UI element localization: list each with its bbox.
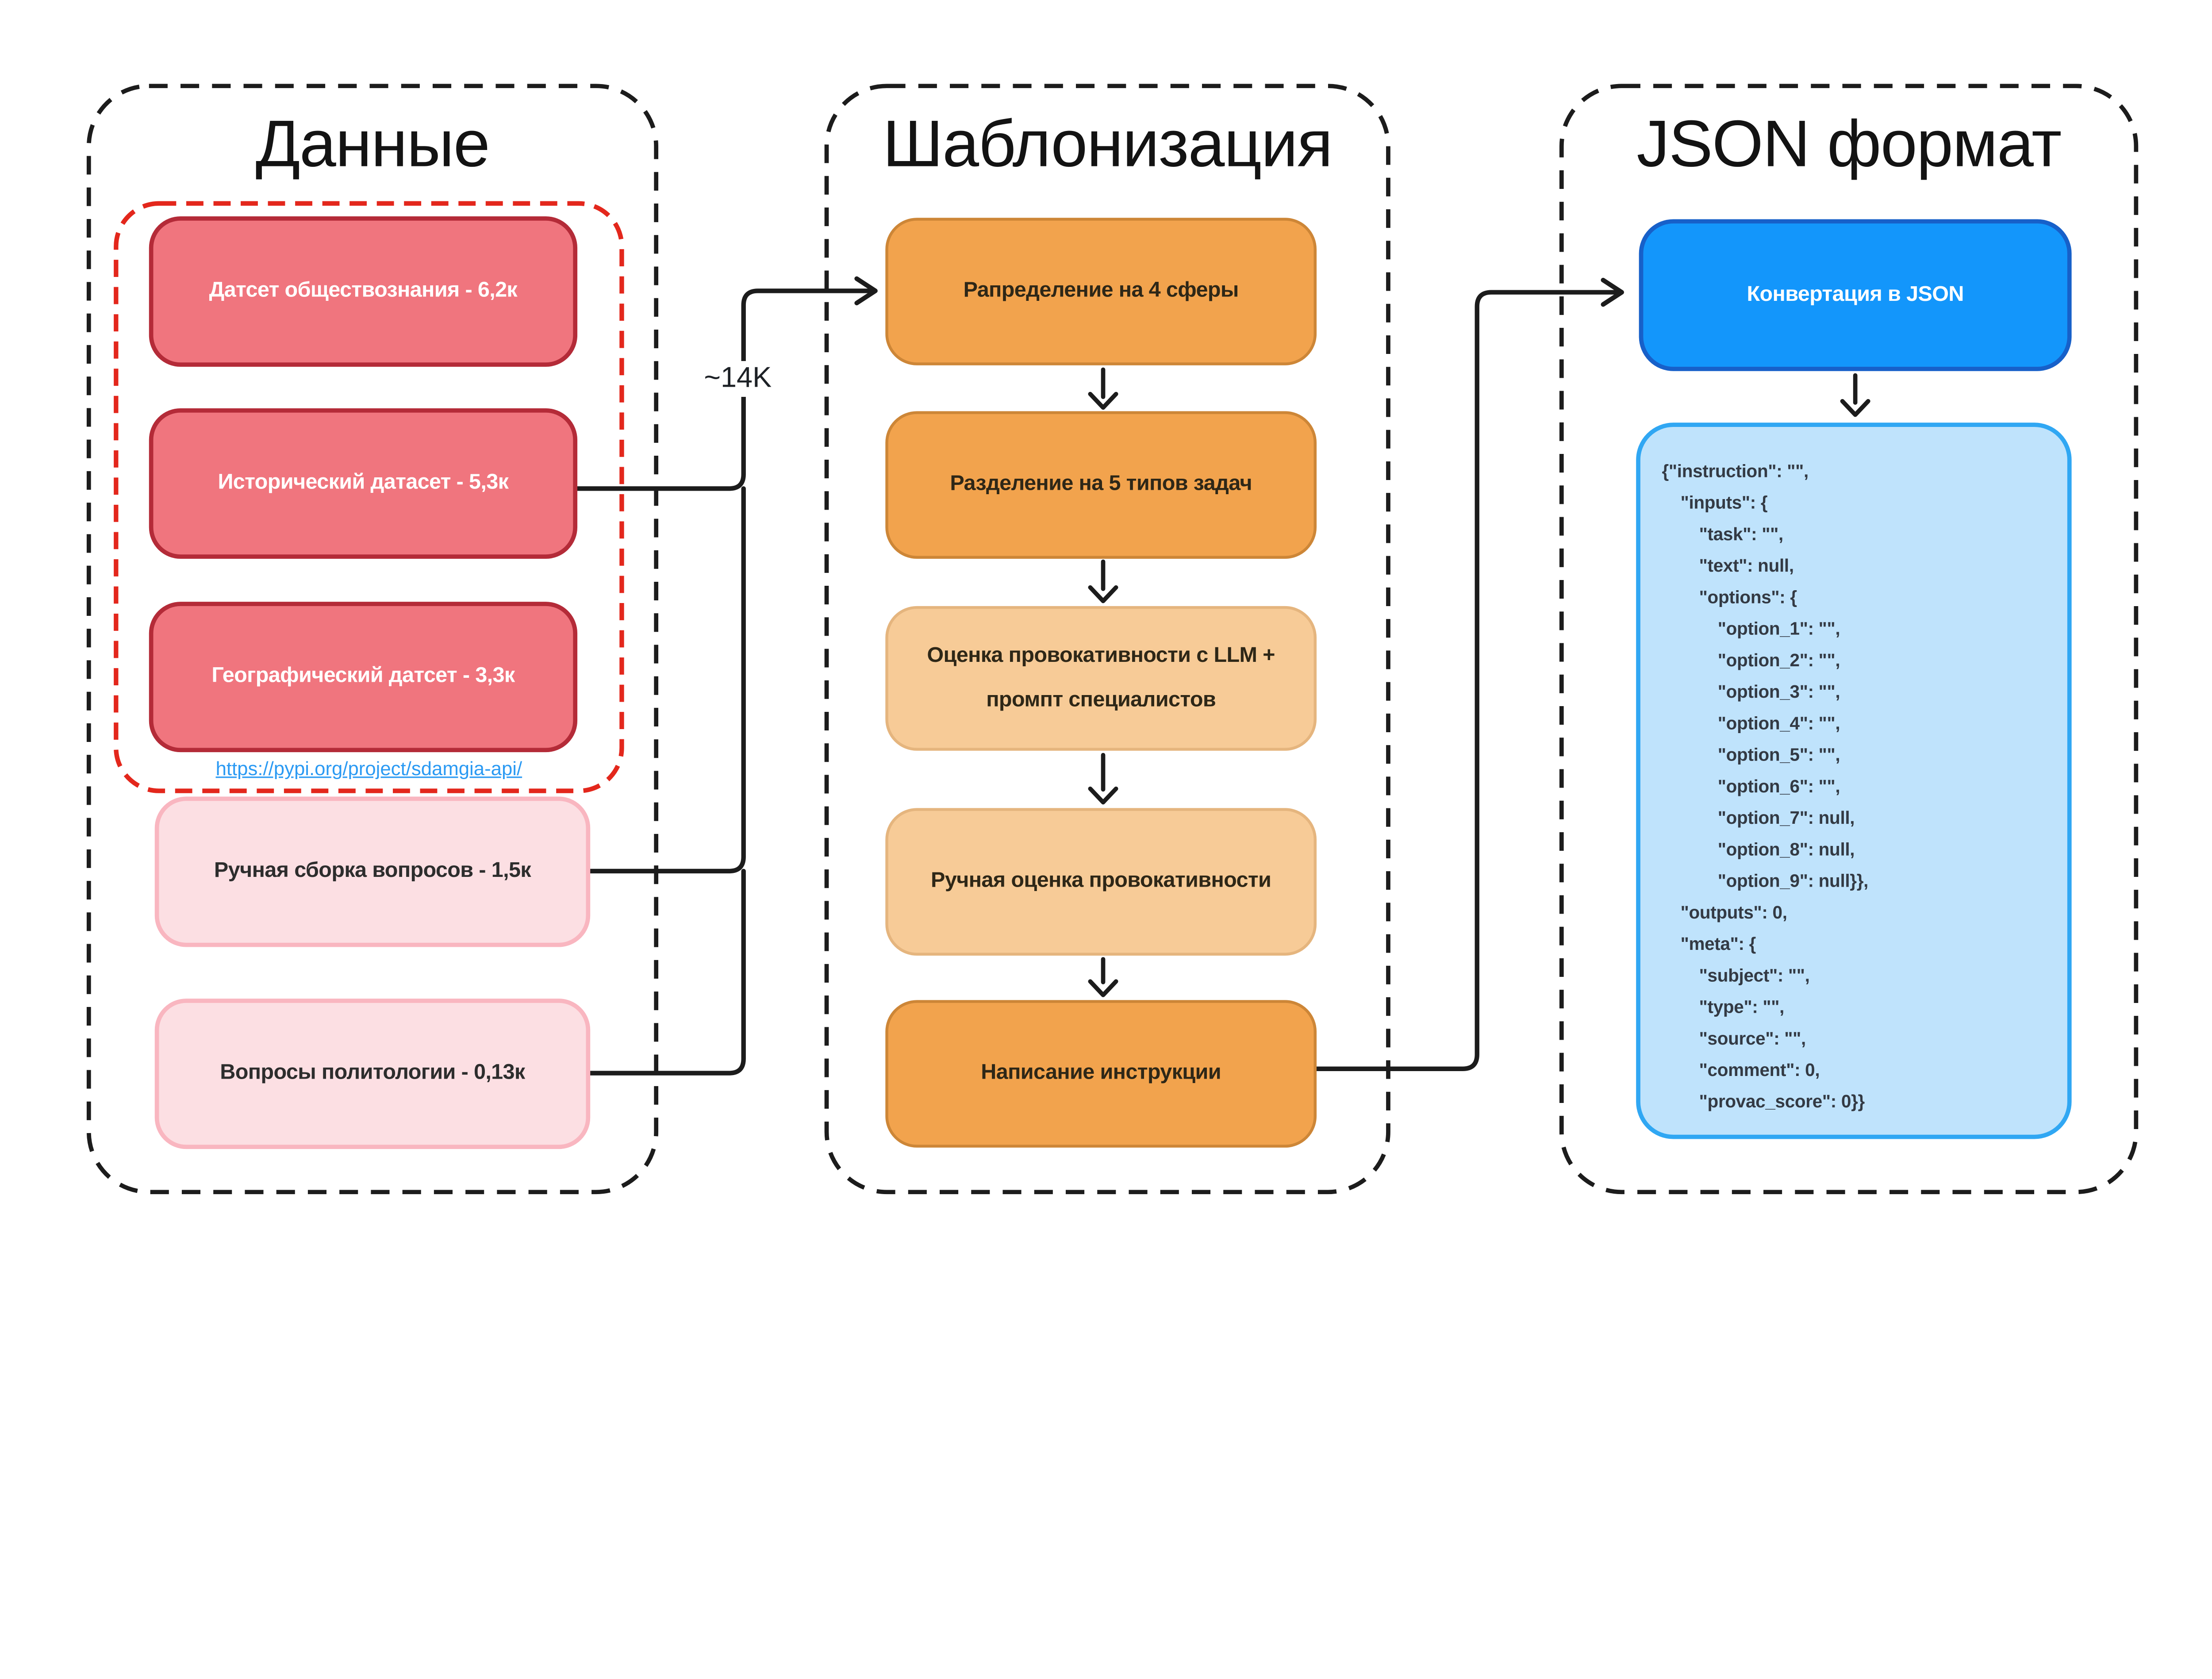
- step-arrow-1: [1088, 367, 1118, 410]
- merge-arrowhead: [854, 276, 878, 306]
- json-code-line: {"instruction": "",: [1662, 461, 1809, 482]
- json-code-line: "comment": 0,: [1699, 1060, 1820, 1080]
- step-box-spheres-label: Рапределение на 4 сферы: [963, 278, 1239, 303]
- json-code-line: "option_3": "",: [1717, 682, 1840, 702]
- json-code-line: "option_5": "",: [1717, 745, 1840, 765]
- step-arrows: [1088, 367, 1118, 997]
- step-box-llm-provocativeness: Оценка провокативности с LLM + промпт сп…: [885, 606, 1317, 751]
- manual-box-politology: Вопросы политологии - 0,13к: [154, 999, 591, 1149]
- json-column-title: JSON формат: [1636, 106, 2062, 181]
- json-code-line: "option_1": "",: [1717, 619, 1840, 639]
- json-code-line: "outputs": 0,: [1680, 903, 1787, 923]
- json-code-line: "provac_score": 0}}: [1699, 1091, 1865, 1112]
- json-code-box: {"instruction": "", "inputs": { "task": ""…: [1636, 423, 2072, 1139]
- convert-to-json-label: Конвертация в JSON: [1747, 281, 1964, 306]
- json-code-line: "type": "",: [1699, 997, 1785, 1018]
- step-arrow-4: [1088, 957, 1118, 997]
- json-arrowhead: [1601, 277, 1624, 307]
- data-column-title: Данные: [255, 106, 490, 181]
- json-column-outline: [1559, 84, 2139, 1195]
- json-code-line: "text": null,: [1699, 556, 1794, 576]
- dataset-box-geography-label: Географический датсет - 3,3к: [211, 663, 515, 688]
- dataset-box-social: Датсет обществознания - 6,2к: [149, 216, 578, 367]
- dataset-box-history: Исторический датасет - 5,3к: [149, 408, 578, 559]
- instruction-to-json-arrow: [1314, 277, 1624, 1071]
- json-code-line: "inputs": {: [1680, 492, 1768, 513]
- manual-box-questions: Ручная сборка вопросов - 1,5к: [154, 796, 591, 947]
- manual-box-politology-label: Вопросы политологии - 0,13к: [220, 1060, 525, 1085]
- json-code-line: "options": {: [1699, 587, 1797, 608]
- step-box-task-types-label: Разделение на 5 типов задач: [950, 471, 1252, 496]
- convert-to-json-box: Конвертация в JSON: [1639, 219, 2072, 371]
- merge-count-label: ~14K: [696, 361, 780, 397]
- sdamgia-link[interactable]: https://pypi.org/project/sdamgia-api/: [215, 758, 522, 780]
- dataset-box-history-label: Исторический датасет - 5,3к: [218, 470, 509, 495]
- json-code: {"instruction": "", "inputs": { "task": ""…: [1662, 456, 2053, 1118]
- step-box-llm-provocativeness-label: Оценка провокативности с LLM + промпт сп…: [927, 643, 1275, 711]
- json-code-line: "option_4": "",: [1717, 713, 1840, 734]
- json-code-line: "option_9": null}},: [1717, 871, 1869, 891]
- json-code-line: "source": "",: [1699, 1029, 1806, 1049]
- step-box-task-types: Разделение на 5 типов задач: [885, 411, 1317, 559]
- json-code-line: "meta": {: [1680, 934, 1756, 954]
- step-arrow-2: [1088, 559, 1118, 603]
- json-code-line: "option_6": "",: [1717, 776, 1840, 797]
- json-code-line: "option_7": null,: [1717, 808, 1855, 828]
- data-column-outline: [86, 84, 659, 1195]
- diagram-canvas: Данные Датсет обществознания - 6,2к Исто…: [86, 84, 2139, 1195]
- step-box-manual-provocativeness: Ручная оценка провокативности: [885, 808, 1317, 956]
- step-box-instruction-writing: Написание инструкции: [885, 1000, 1317, 1148]
- step-box-instruction-writing-label: Написание инструкции: [981, 1060, 1221, 1085]
- step-arrow-3: [1088, 753, 1118, 805]
- dataset-box-social-label: Датсет обществознания - 6,2к: [209, 278, 518, 303]
- json-code-line: "subject": "",: [1699, 965, 1810, 986]
- connector-layer: [86, 84, 2139, 1195]
- scraped-datasets-outline: [114, 201, 624, 793]
- json-code-line: "option_8": null,: [1717, 839, 1855, 860]
- step-box-manual-provocativeness-label: Ручная оценка провокативности: [931, 868, 1271, 893]
- dataset-box-geography: Географический датсет - 3,3к: [149, 602, 578, 753]
- template-column-title: Шаблонизация: [883, 106, 1333, 181]
- manual-box-questions-label: Ручная сборка вопросов - 1,5к: [214, 858, 531, 883]
- json-code-line: "option_2": "",: [1717, 650, 1840, 671]
- step-box-spheres: Рапределение на 4 сферы: [885, 218, 1317, 365]
- json-code-line: "task": "",: [1699, 524, 1784, 545]
- convert-down-arrow: [1840, 373, 1870, 417]
